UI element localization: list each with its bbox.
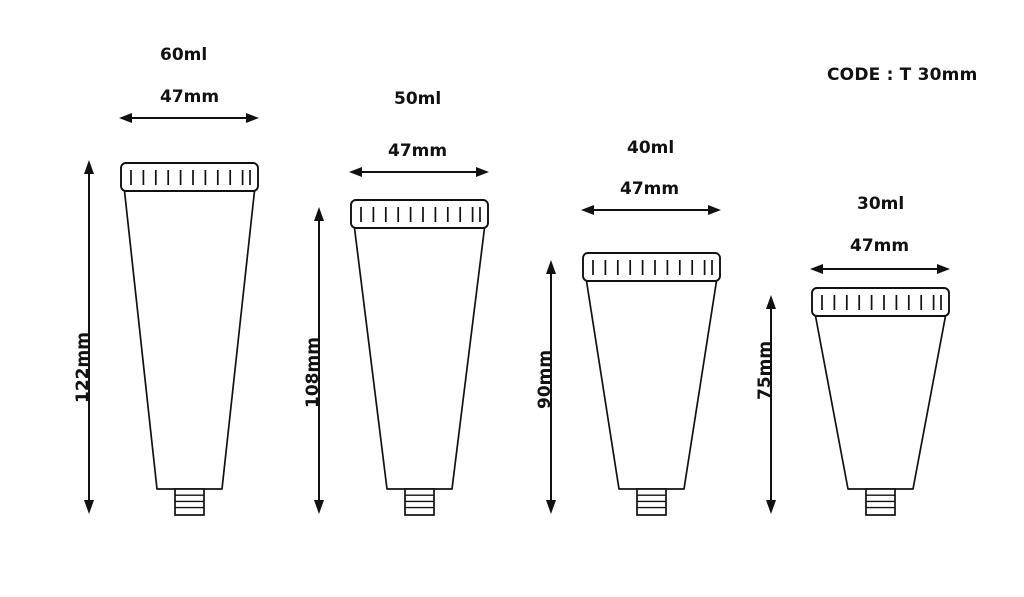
tube-cap-30ml	[811, 287, 950, 317]
nozzle-threads-40ml	[637, 494, 666, 509]
nozzle-threads-50ml	[405, 494, 434, 509]
width-label-60ml: 47mm	[160, 87, 220, 107]
width-dimension-50ml	[349, 167, 489, 177]
nozzle-threads-30ml	[866, 494, 895, 509]
height-dimension-60ml	[84, 160, 94, 514]
height-dimension-30ml	[766, 295, 776, 514]
code-label: CODE : T 30mm	[827, 65, 978, 85]
width-label-50ml: 47mm	[388, 141, 448, 161]
height-dimension-40ml	[546, 260, 556, 514]
tube-group-50ml	[314, 167, 489, 516]
volume-label-60ml: 60ml	[160, 45, 208, 65]
tube-group-40ml	[546, 205, 721, 516]
width-label-40ml: 47mm	[620, 179, 680, 199]
height-dimension-50ml	[314, 207, 324, 514]
tube-cap-40ml	[582, 252, 721, 282]
tube-group-60ml	[84, 113, 259, 516]
height-label-30ml: 75mm	[755, 340, 775, 400]
volume-label-50ml: 50ml	[394, 89, 442, 109]
tube-body-30ml	[814, 315, 947, 490]
cap-ridges-50ml	[360, 207, 481, 222]
volume-label-30ml: 30ml	[857, 194, 905, 214]
nozzle-threads-60ml	[175, 494, 204, 509]
width-dimension-30ml	[810, 264, 950, 274]
tube-cap-50ml	[350, 199, 489, 229]
width-dimension-40ml	[581, 205, 721, 215]
cap-ridges-60ml	[130, 170, 251, 185]
tube-body-50ml	[353, 227, 486, 490]
cap-ridges-40ml	[592, 260, 713, 275]
height-label-60ml: 122mm	[73, 332, 93, 403]
tube-cap-60ml	[120, 162, 259, 192]
width-dimension-60ml	[119, 113, 259, 123]
tube-body-40ml	[585, 280, 718, 490]
height-label-40ml: 90mm	[535, 349, 555, 409]
height-label-50ml: 108mm	[303, 337, 323, 408]
tube-body-60ml	[123, 190, 256, 490]
volume-label-40ml: 40ml	[627, 138, 675, 158]
cap-ridges-30ml	[821, 295, 942, 310]
width-label-30ml: 47mm	[850, 236, 910, 256]
tube-group-30ml	[766, 264, 950, 516]
